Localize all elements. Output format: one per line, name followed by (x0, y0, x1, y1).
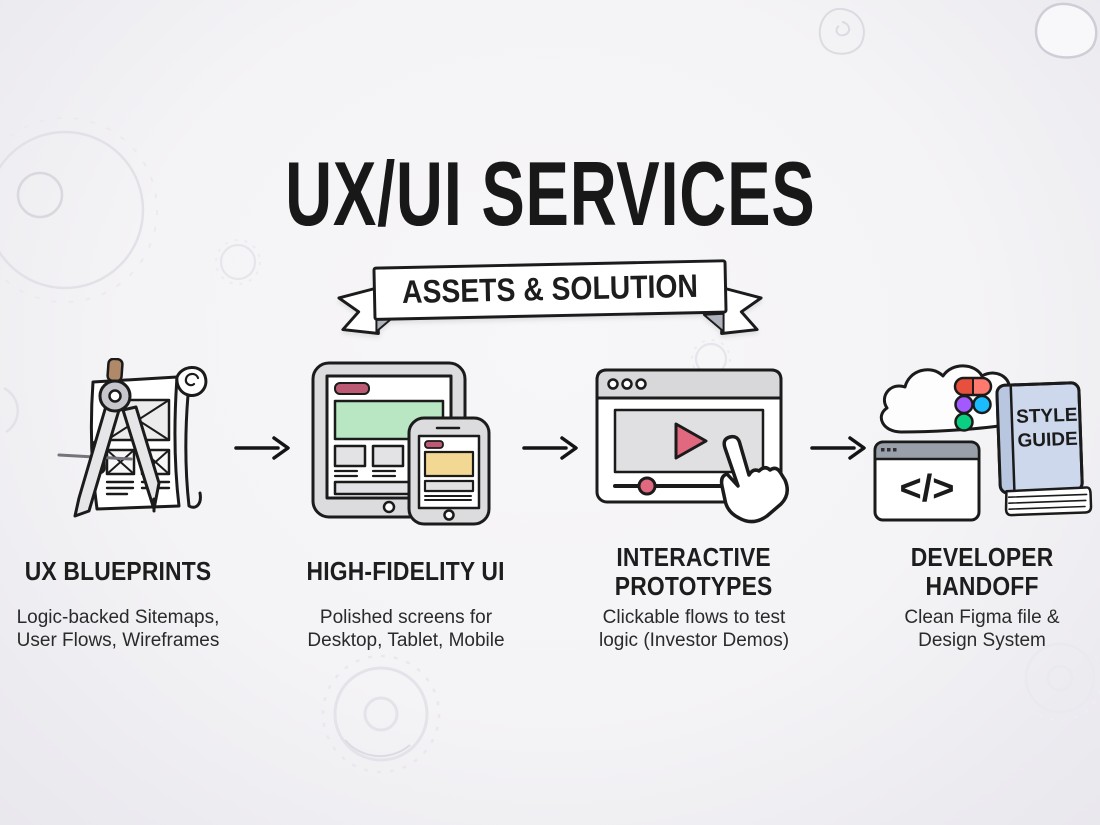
ribbon-band (372, 259, 728, 321)
drafting-compass (57, 358, 161, 518)
step-title: INTERACTIVE PROTOTYPES (615, 541, 773, 601)
progress-dot (637, 476, 657, 496)
step-title: HIGH-FIDELITY UI (306, 556, 506, 587)
step-description: Logic-backed Sitemaps, User Flows, Wiref… (16, 607, 220, 652)
step-description: Clickable flows to test logic (Investor … (598, 607, 790, 652)
figma-logo-icon (953, 376, 993, 432)
flow-arrow-icon (234, 436, 290, 460)
code-glyph: </> (900, 468, 955, 510)
tablet-phone-icon (311, 361, 491, 526)
banner-ribbon: ASSETS & SOLUTION (337, 259, 763, 335)
step-title: DEVELOPER HANDOFF (910, 541, 1054, 601)
banner-label: ASSETS & SOLUTION (402, 268, 699, 310)
ribbon-left-tail (337, 286, 380, 335)
gear-doodle-icon (215, 239, 261, 285)
cloud-icon (879, 364, 1019, 434)
flow-arrow-icon (522, 436, 578, 460)
page-title: UX/UI SERVICES (0, 142, 1100, 245)
phone-mockup (407, 416, 491, 526)
page-title-text: UX/UI SERVICES (284, 142, 816, 245)
spiral-doodle-icon (818, 7, 865, 55)
flow-arrow-icon (810, 436, 866, 460)
step-description: Polished screens for Desktop, Tablet, Mo… (307, 607, 505, 652)
compass-blueprint-icon (57, 358, 208, 518)
step-interactive-prototypes: INTERACTIVE PROTOTYPES Clickable flows t… (578, 358, 810, 652)
hand-cursor-icon (719, 434, 789, 524)
video-player-hand-icon (595, 368, 789, 524)
step-ux-blueprints: UX BLUEPRINTS Logic-backed Sitemaps, Use… (2, 358, 234, 652)
style-guide-label-line1: STYLE (1016, 405, 1078, 428)
figma-cloud-code-styleguide-icon: STYLE GUIDE </> (873, 364, 1093, 522)
step-title: UX BLUEPRINTS (24, 556, 212, 587)
gear-doodle-icon (321, 654, 441, 774)
pick-doodle-icon (1034, 2, 1098, 59)
steps-row: UX BLUEPRINTS Logic-backed Sitemaps, Use… (0, 358, 1100, 652)
style-guide-label-line2: GUIDE (1017, 429, 1078, 452)
ribbon-right-tail (720, 286, 763, 335)
style-guide-book: STYLE GUIDE (995, 381, 1093, 517)
ribbon-right-fold (702, 312, 725, 333)
step-high-fidelity-ui: HIGH-FIDELITY UI Polished screens for De… (290, 358, 522, 652)
play-icon (674, 422, 708, 460)
step-developer-handoff: STYLE GUIDE </> DEVELOPER HANDOFF Clean … (866, 358, 1098, 652)
step-description: Clean Figma file & Design System (904, 607, 1060, 652)
code-window: </> (873, 440, 981, 522)
